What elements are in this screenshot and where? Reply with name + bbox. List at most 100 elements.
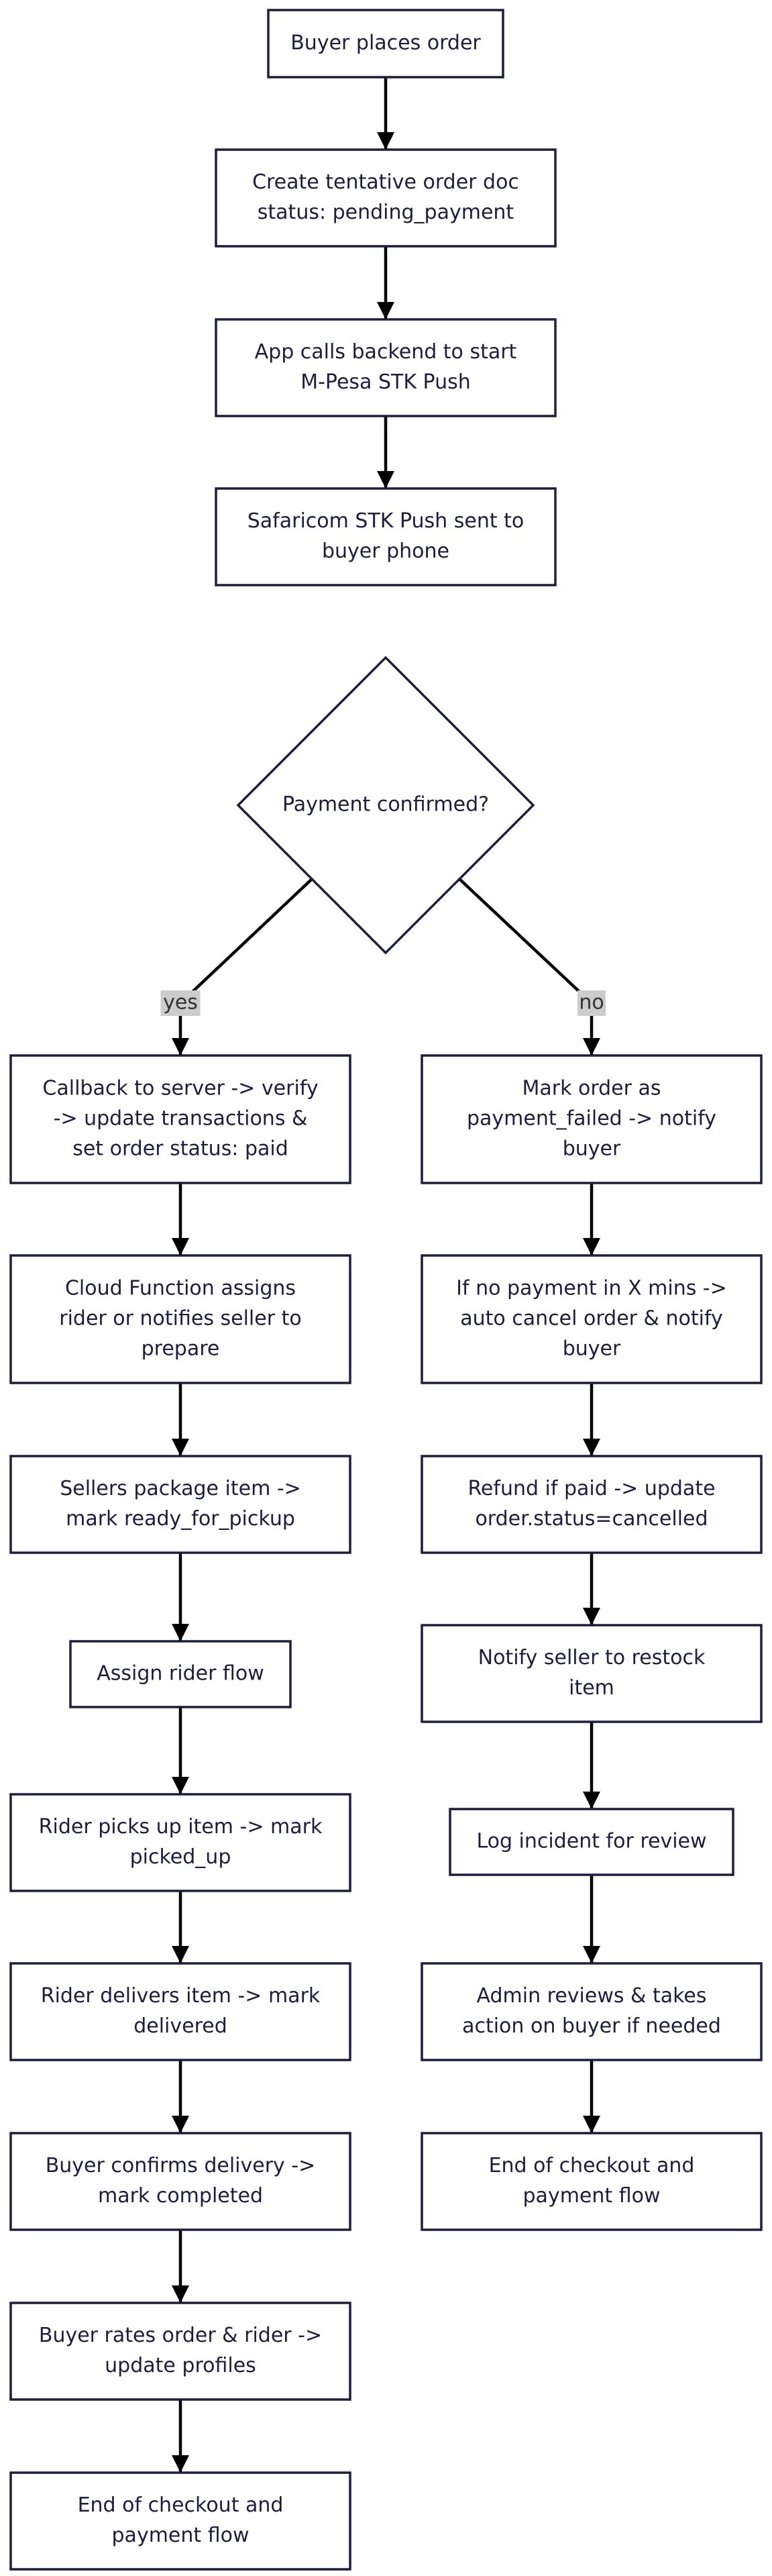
node-label-line: End of checkout and xyxy=(78,2493,284,2517)
process-box xyxy=(9,2132,351,2231)
node-buyer-places-order: Buyer places order xyxy=(267,9,504,79)
node-label-line: buyer phone xyxy=(322,539,449,563)
node-label-line: Cloud Function assigns xyxy=(65,1277,296,1300)
arrowhead xyxy=(172,1439,189,1456)
process-box xyxy=(9,1793,351,1892)
node-label-line: Buyer places order xyxy=(290,32,481,55)
process-box xyxy=(215,318,557,417)
node-label-line: If no payment in X mins -> xyxy=(456,1277,727,1300)
process-box xyxy=(421,1455,763,1554)
process-box xyxy=(215,148,557,248)
node-buyer-rates: Buyer rates order & rider -> update profi… xyxy=(9,2302,351,2401)
arrowhead xyxy=(583,1608,600,1625)
arrowhead xyxy=(172,2455,189,2473)
process-box xyxy=(9,2302,351,2401)
node-end-no: End of checkout and payment flow xyxy=(421,2132,763,2231)
arrowhead xyxy=(583,1238,600,1255)
process-box xyxy=(215,487,557,586)
process-box xyxy=(9,1054,351,1184)
arrowhead xyxy=(172,1946,189,1963)
node-label-line: set order status: paid xyxy=(72,1137,288,1161)
node-label-line: item xyxy=(569,1676,614,1700)
node-label-line: Buyer rates order & rider -> xyxy=(39,2324,322,2347)
arrowhead xyxy=(377,132,394,150)
edge-label-yes: yes xyxy=(160,990,201,1016)
node-payment-confirmed: Payment confirmed? xyxy=(236,656,535,955)
arrowhead xyxy=(583,2116,600,2133)
node-label-line: payment flow xyxy=(523,2184,661,2208)
process-box xyxy=(69,1640,292,1708)
node-end-yes: End of checkout and payment flow xyxy=(9,2471,351,2571)
process-box xyxy=(421,2132,763,2231)
edge-label-no: no xyxy=(577,990,606,1016)
node-label-line: picked_up xyxy=(130,1845,231,1869)
node-admin-reviews: Admin reviews & takes action on buyer if … xyxy=(421,1962,763,2061)
process-box xyxy=(421,1624,763,1723)
arrowhead xyxy=(172,1777,189,1794)
node-label-line: Log incident for review xyxy=(476,1830,706,1853)
node-label-line: -> update transactions & xyxy=(54,1107,308,1131)
process-box xyxy=(9,2471,351,2571)
node-log-incident: Log incident for review xyxy=(449,1808,734,1876)
node-label-line: Assign rider flow xyxy=(97,1662,264,1686)
arrowhead xyxy=(583,1038,600,1055)
node-label-line: Rider delivers item -> mark xyxy=(41,1984,321,2008)
node-label-line: buyer xyxy=(563,1337,621,1361)
node-callback-to-server: Callback to server -> verify -> update tr… xyxy=(9,1054,351,1184)
process-box xyxy=(9,1254,351,1384)
arrowhead xyxy=(377,302,394,319)
edges: yes no xyxy=(160,77,606,2473)
svg-text:yes: yes xyxy=(163,991,198,1015)
node-sellers-package-item: Sellers package item ->mark ready_for_pi… xyxy=(9,1455,351,1554)
node-label-line: buyer xyxy=(563,1137,621,1161)
node-label-line: auto cancel order & notify xyxy=(460,1307,722,1331)
node-rider-picks-up: Rider picks up item -> mark picked_up xyxy=(9,1793,351,1892)
decision-shape xyxy=(236,656,535,955)
node-label-line: End of checkout and xyxy=(489,2154,695,2177)
node-label-line: payment_failed -> notify xyxy=(467,1107,716,1131)
arrowhead xyxy=(583,1792,600,1809)
process-box xyxy=(267,9,504,79)
node-assign-rider-flow: Assign rider flow xyxy=(69,1640,292,1708)
node-stk-push-sent: Safaricom STK Push sent to buyer phone xyxy=(215,487,557,586)
node-label-line: Mark order as xyxy=(522,1077,661,1100)
node-buyer-confirms: Buyer confirms delivery ->mark completed xyxy=(9,2132,351,2231)
node-label-line: Payment confirmed? xyxy=(282,793,489,817)
process-box xyxy=(421,1962,763,2061)
node-label-line: Safaricom STK Push sent to xyxy=(247,509,525,533)
process-box xyxy=(9,1455,351,1554)
process-box xyxy=(421,1054,763,1184)
node-label-line: mark ready_for_pickup xyxy=(66,1507,295,1531)
svg-text:no: no xyxy=(579,991,604,1015)
node-label-line: Admin reviews & takes xyxy=(477,1984,707,2008)
process-box xyxy=(421,1254,763,1384)
node-refund-if-paid: Refund if paid -> update order.status=can… xyxy=(421,1455,763,1554)
node-rider-delivers: Rider delivers item -> mark delivered xyxy=(9,1962,351,2061)
node-label-line: delivered xyxy=(133,2014,227,2038)
node-label-line: Rider picks up item -> mark xyxy=(39,1815,323,1839)
node-label-line: Refund if paid -> update xyxy=(467,1477,715,1500)
node-no-payment-timeout: If no payment in X mins -> auto cancel or… xyxy=(421,1254,763,1384)
arrowhead xyxy=(172,2116,189,2133)
node-label-line: App calls backend to start xyxy=(255,340,517,364)
node-label-line: update profiles xyxy=(105,2354,256,2377)
node-label-line: prepare xyxy=(142,1337,220,1361)
node-label-line: action on buyer if needed xyxy=(462,2014,721,2038)
arrowhead xyxy=(172,1238,189,1255)
node-mark-payment-failed: Mark order as payment_failed -> notify buy… xyxy=(421,1054,763,1184)
node-label-line: order.status=cancelled xyxy=(475,1507,708,1531)
arrowhead xyxy=(377,471,394,488)
arrowhead xyxy=(583,1439,600,1456)
node-label-line: Callback to server -> verify xyxy=(42,1077,318,1100)
edge-decision-yes xyxy=(178,878,313,1055)
process-box xyxy=(9,1962,351,2061)
node-label-line: payment flow xyxy=(112,2524,250,2547)
arrowhead xyxy=(172,1038,189,1055)
arrowhead xyxy=(172,1624,189,1641)
